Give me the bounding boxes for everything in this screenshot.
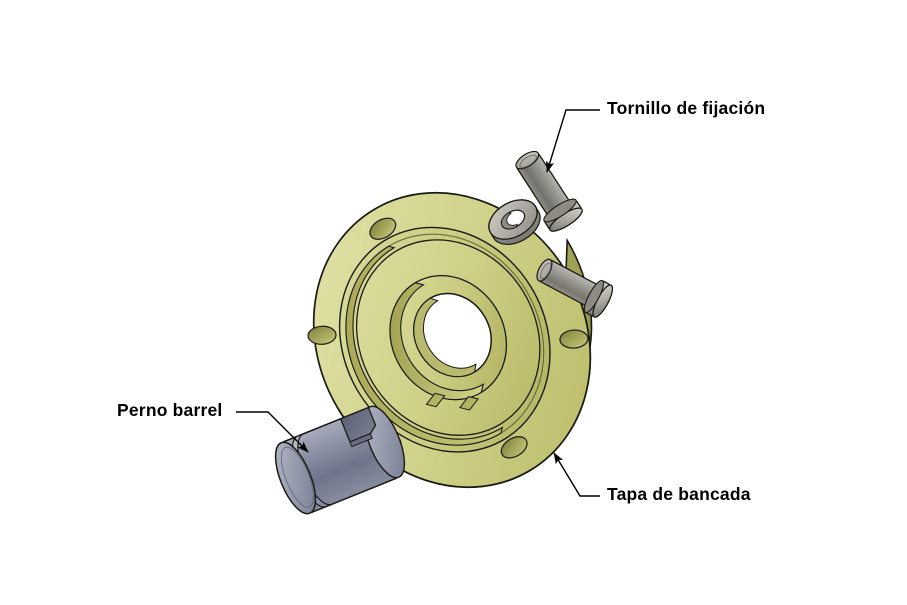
leader-tapa-de-bancada [553,452,600,497]
flange-pocket-wall [345,245,504,446]
callout-label-tornillo-de-fijacion: Tornillo de fijación [607,98,766,118]
callout-label-perno-barrel: Perno barrel [117,400,223,420]
bolt-hole [559,329,589,349]
part-arandela [488,199,541,245]
barrel-slot [339,406,377,443]
part-perno-barrel [274,405,406,515]
barrel-slot-floor [349,433,373,448]
bolt-head-face [549,207,583,232]
bolt-head-underside [543,198,577,223]
barrel-near-end-chamfer [280,446,314,508]
leader-perno-barrel [236,411,309,453]
part-tornillo-de-fijacion-2 [536,258,614,318]
bolt-hole [369,217,397,240]
leader-lines [236,109,600,497]
flange-bore-wall [389,282,485,401]
part-tornillo-de-fijacion-1 [515,150,583,232]
leader-tornillo-de-fijacion [546,109,600,173]
flange-keyway-notches [425,392,479,411]
barrel-near-end-face [274,441,317,515]
bolt-end-face [515,150,540,170]
bolt-end-chamfer [519,154,537,169]
bolt-head-underside [583,279,604,314]
washer-bore-shade [501,212,519,230]
callout-label-tapa-de-bancada: Tapa de bancada [607,484,751,504]
keyway-notch [459,396,479,411]
keyway-notch [425,392,446,408]
bolt-head-face [592,284,614,318]
bolt-end-chamfer [540,262,552,280]
bolt-hole [500,436,528,459]
bolt-hole [307,325,337,345]
flange-bore-inner-shade [413,297,477,378]
